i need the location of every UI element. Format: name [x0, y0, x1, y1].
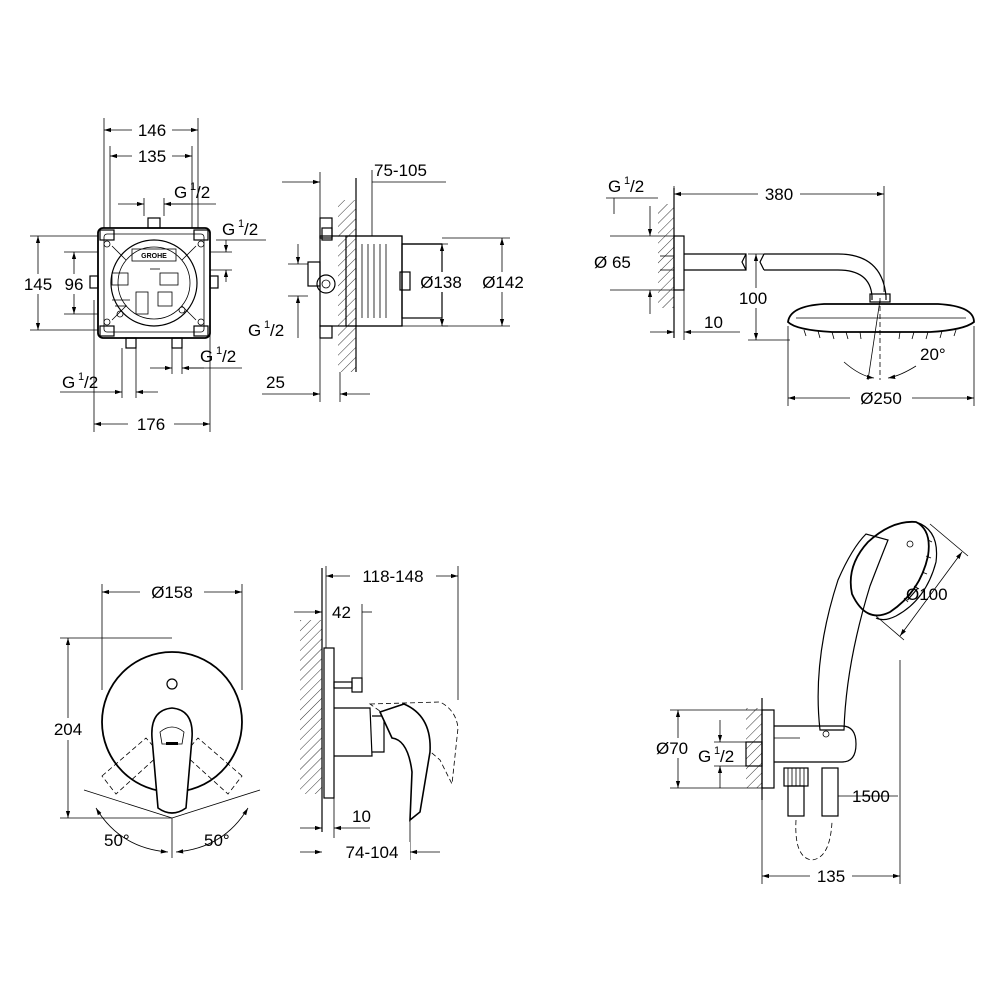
spray-nozzles [803, 329, 957, 340]
dim-100: 100 [739, 289, 767, 308]
wall-elbow-flange [761, 709, 775, 789]
trim-side-body [334, 707, 373, 757]
dim-135-hand: 135 [817, 867, 845, 886]
trim-side-lever [378, 703, 431, 822]
trim-side-view: 118-148 42 10 74-104 [294, 566, 459, 862]
hand-shower-head [849, 520, 930, 617]
grohe-logo: GROHE [141, 253, 167, 260]
head-shower-view: 20° 380 G 1 /2 Ø 65 100 10 [594, 175, 975, 408]
dim-176: 176 [137, 415, 165, 434]
hand-shower-handle [817, 533, 889, 731]
svg-text:/2: /2 [244, 220, 258, 239]
svg-text:/2: /2 [222, 347, 236, 366]
dim-d65: Ø 65 [594, 253, 631, 272]
mixer-lever [151, 707, 193, 814]
arm-flange [673, 235, 685, 291]
top-port [147, 217, 161, 229]
dim-96: 96 [65, 275, 84, 294]
dim-75-105: 75-105 [374, 161, 427, 180]
thread-head-label: G 1 /2 [608, 175, 644, 196]
left-port [89, 275, 99, 289]
trim-plate-edge [323, 647, 335, 799]
valve-side-view: 75-105 G 1 /2 Ø138 Ø142 25 [248, 161, 532, 402]
trim-wall-hatch [300, 620, 322, 794]
valve-body-inner [103, 233, 205, 333]
svg-text:/2: /2 [630, 177, 644, 196]
dim-10-trim: 10 [352, 807, 371, 826]
svg-text:G: G [62, 373, 75, 392]
valve-core [110, 239, 198, 327]
dim-50-right: 50° [204, 831, 230, 850]
svg-text:G: G [608, 177, 621, 196]
head-shower-body [787, 303, 975, 333]
dim-20-deg: 20° [920, 345, 946, 364]
valve-front-view: GROHE [18, 118, 266, 434]
dim-d158: Ø158 [151, 583, 193, 602]
dim-74-104: 74-104 [346, 843, 399, 862]
bottom-port-right [171, 337, 183, 349]
thread-hand-label: G 1 /2 [698, 745, 734, 766]
wall-hatch [338, 200, 356, 372]
dim-25: 25 [266, 373, 285, 392]
svg-text:1: 1 [264, 319, 270, 331]
svg-text:G: G [248, 321, 261, 340]
dim-145: 145 [24, 275, 52, 294]
dim-42: 42 [332, 603, 351, 622]
dim-d142: Ø142 [482, 273, 524, 292]
thread-side-label: G 1 /2 [248, 319, 284, 340]
dim-10-head: 10 [704, 313, 723, 332]
svg-text:G: G [698, 747, 711, 766]
holder-body [774, 725, 857, 763]
diverter-hole [166, 678, 178, 690]
hand-shower-view: Ø100 Ø70 G 1 /2 1500 135 [656, 520, 969, 886]
thread-bottom-right-label: G 1 /2 [200, 345, 236, 366]
svg-text:1: 1 [238, 218, 244, 230]
svg-text:/2: /2 [720, 747, 734, 766]
thread-right-label: G 1 /2 [222, 218, 258, 239]
valve-pictograms [111, 268, 186, 318]
svg-text:G: G [174, 183, 187, 202]
svg-text:/2: /2 [270, 321, 284, 340]
valve-side-ribs [361, 244, 387, 318]
valve-core-inner [117, 246, 191, 320]
svg-text:/2: /2 [84, 373, 98, 392]
hose-nut-knurl [787, 768, 805, 786]
dim-118-148: 118-148 [362, 567, 423, 586]
trim-front-view: Ø158 204 50° 50° [46, 582, 261, 858]
dim-d250: Ø250 [860, 389, 902, 408]
dim-380: 380 [765, 185, 793, 204]
valve-side-housing [319, 235, 403, 327]
side-port-nut [316, 274, 336, 294]
svg-text:1: 1 [216, 345, 222, 357]
svg-text:1: 1 [714, 745, 720, 757]
dim-d100: Ø100 [906, 585, 948, 604]
dim-204: 204 [54, 720, 82, 739]
dim-135: 135 [138, 147, 166, 166]
grohe-logo-box [131, 248, 177, 262]
dim-1500: 1500 [852, 787, 890, 806]
svg-text:1: 1 [190, 181, 196, 193]
hand-wall-hatch [746, 708, 762, 788]
handle-lower [821, 767, 839, 817]
thread-bottom-left-label: G 1 /2 [62, 371, 98, 392]
svg-text:/2: /2 [196, 183, 210, 202]
shower-hose [795, 819, 833, 861]
dim-d138: Ø138 [420, 273, 462, 292]
svg-text:G: G [200, 347, 213, 366]
right-port [209, 275, 219, 289]
bottom-port-left [125, 337, 137, 349]
svg-text:G: G [222, 220, 235, 239]
thread-top-label: G 1 /2 [174, 181, 210, 202]
dim-50-left: 50° [104, 831, 130, 850]
shower-arm [684, 253, 747, 271]
dim-d70: Ø70 [656, 739, 688, 758]
valve-body-outline [97, 227, 211, 339]
svg-text:1: 1 [624, 175, 630, 187]
mounting-tabs [99, 229, 209, 337]
dim-146: 146 [138, 121, 166, 140]
svg-text:1: 1 [78, 371, 84, 383]
